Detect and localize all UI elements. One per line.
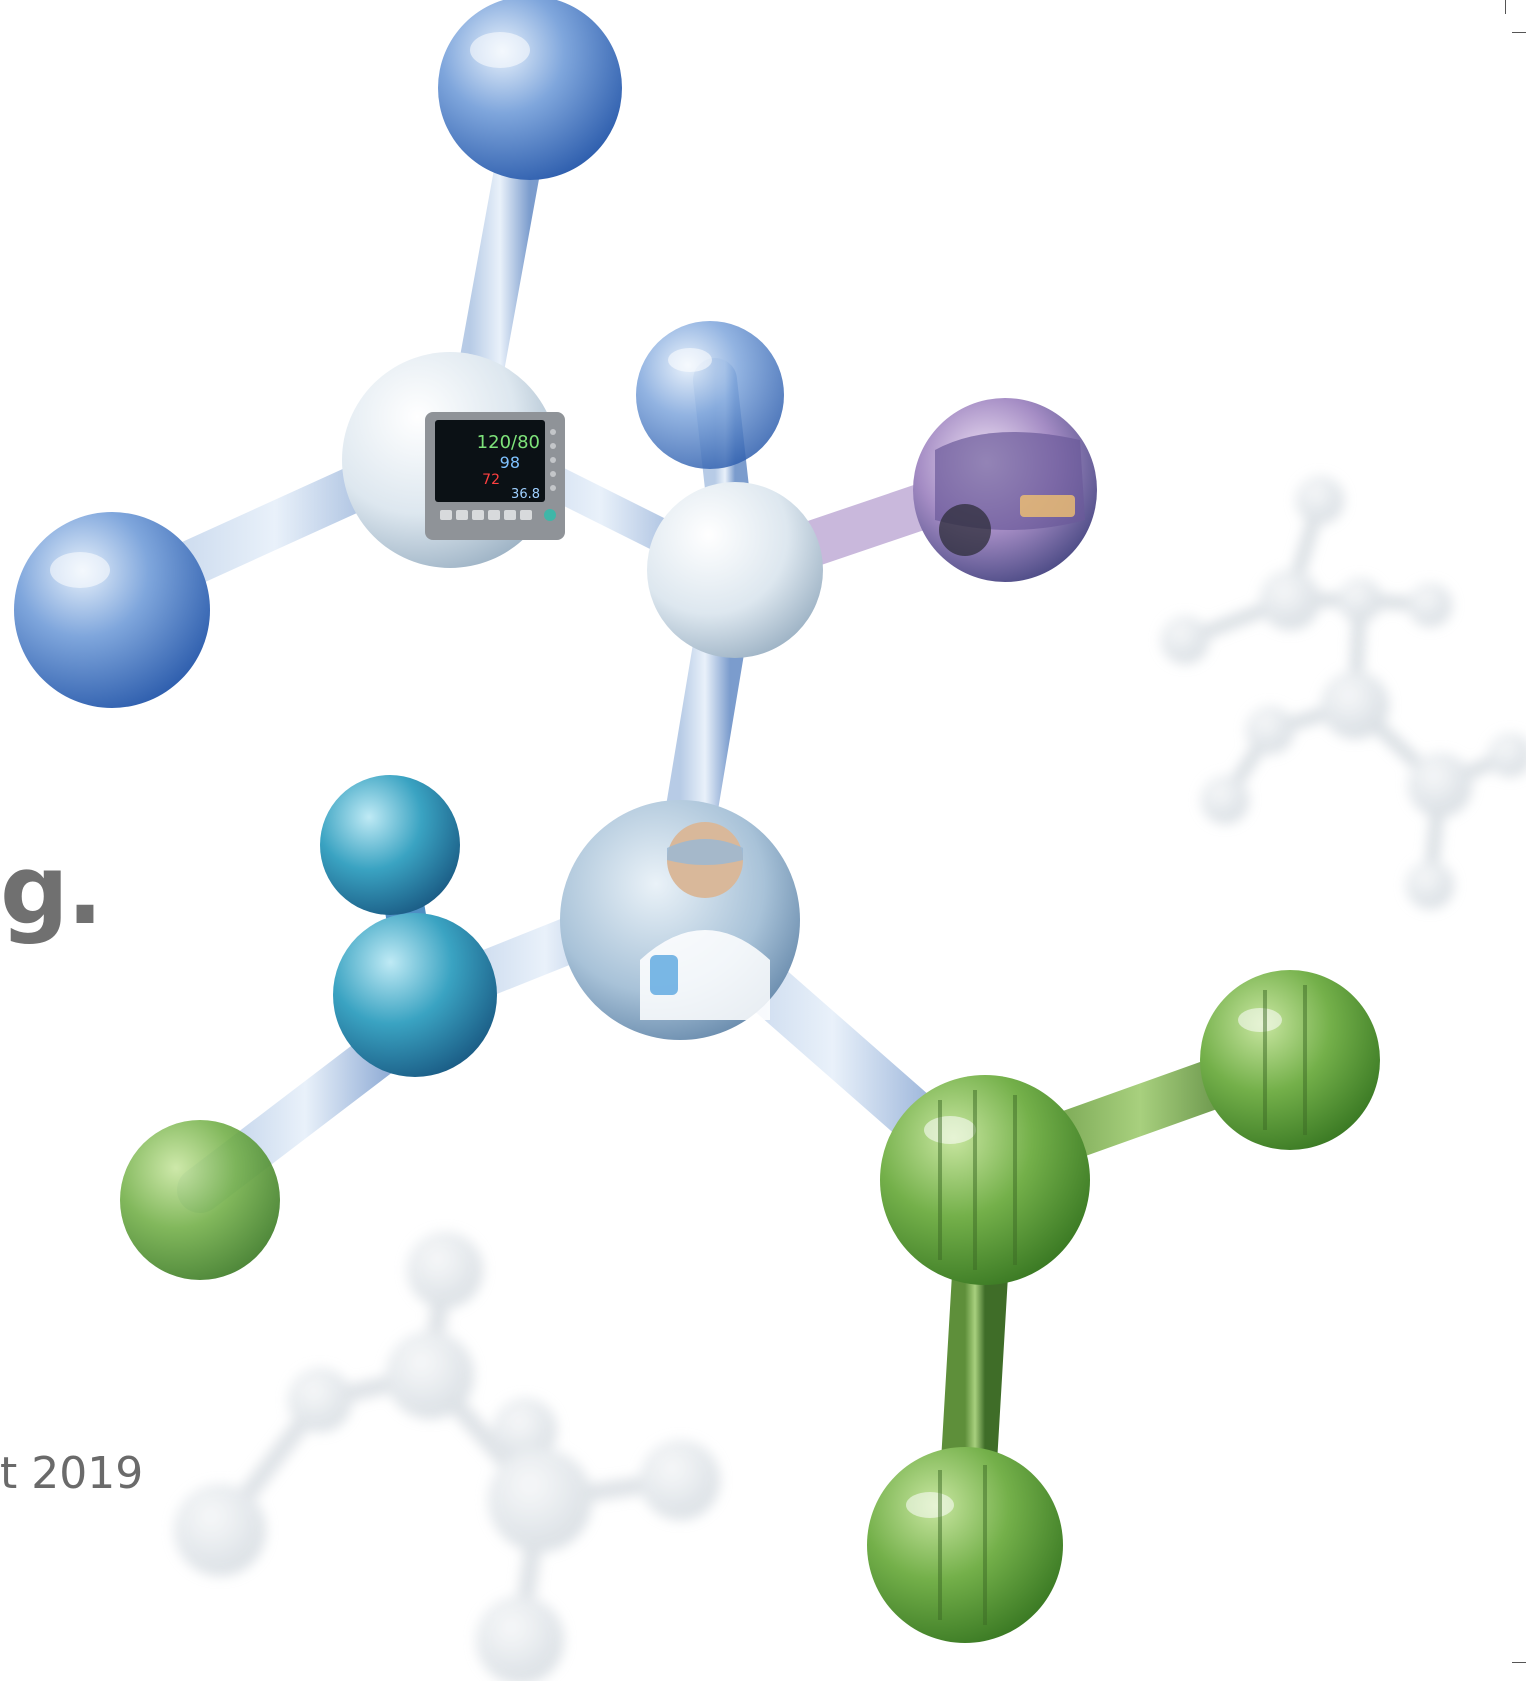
atom-small-glass [636,321,784,469]
atom-left-blue [14,512,210,708]
atom-highlights [50,32,1282,1518]
crop-mark-bottom-right [1512,1662,1526,1663]
monitor-spo2: 98 [500,453,520,472]
monitor-temp: 36.8 [511,487,540,502]
cover-year-fragment: t 2019 [0,1448,144,1499]
medical-monitor: 120/80 98 72 36.8 [425,412,565,540]
background-molecule-bottom [174,1232,720,1681]
car-image [935,432,1085,556]
atom-blue-dark [333,913,497,1077]
molecule-atoms [14,0,1380,1643]
forest-texture [938,985,1307,1625]
atom-forest-center [880,1075,1090,1285]
scientist-image [640,822,770,1020]
monitor-bp: 120/80 [477,432,540,453]
atom-forest-bottom [867,1447,1063,1643]
monitor-pulse: 72 [482,472,500,488]
atom-teal [320,775,460,915]
cover-headline-fragment: g. [0,834,103,946]
crop-mark-top-right [1505,0,1506,14]
atom-lower-left [120,1120,280,1280]
atom-center-glass [647,482,823,658]
atom-forest-right [1200,970,1380,1150]
atom-top-blue [438,0,622,180]
background-molecule-right [1161,476,1526,909]
crop-mark-top-right-h [1512,32,1526,33]
